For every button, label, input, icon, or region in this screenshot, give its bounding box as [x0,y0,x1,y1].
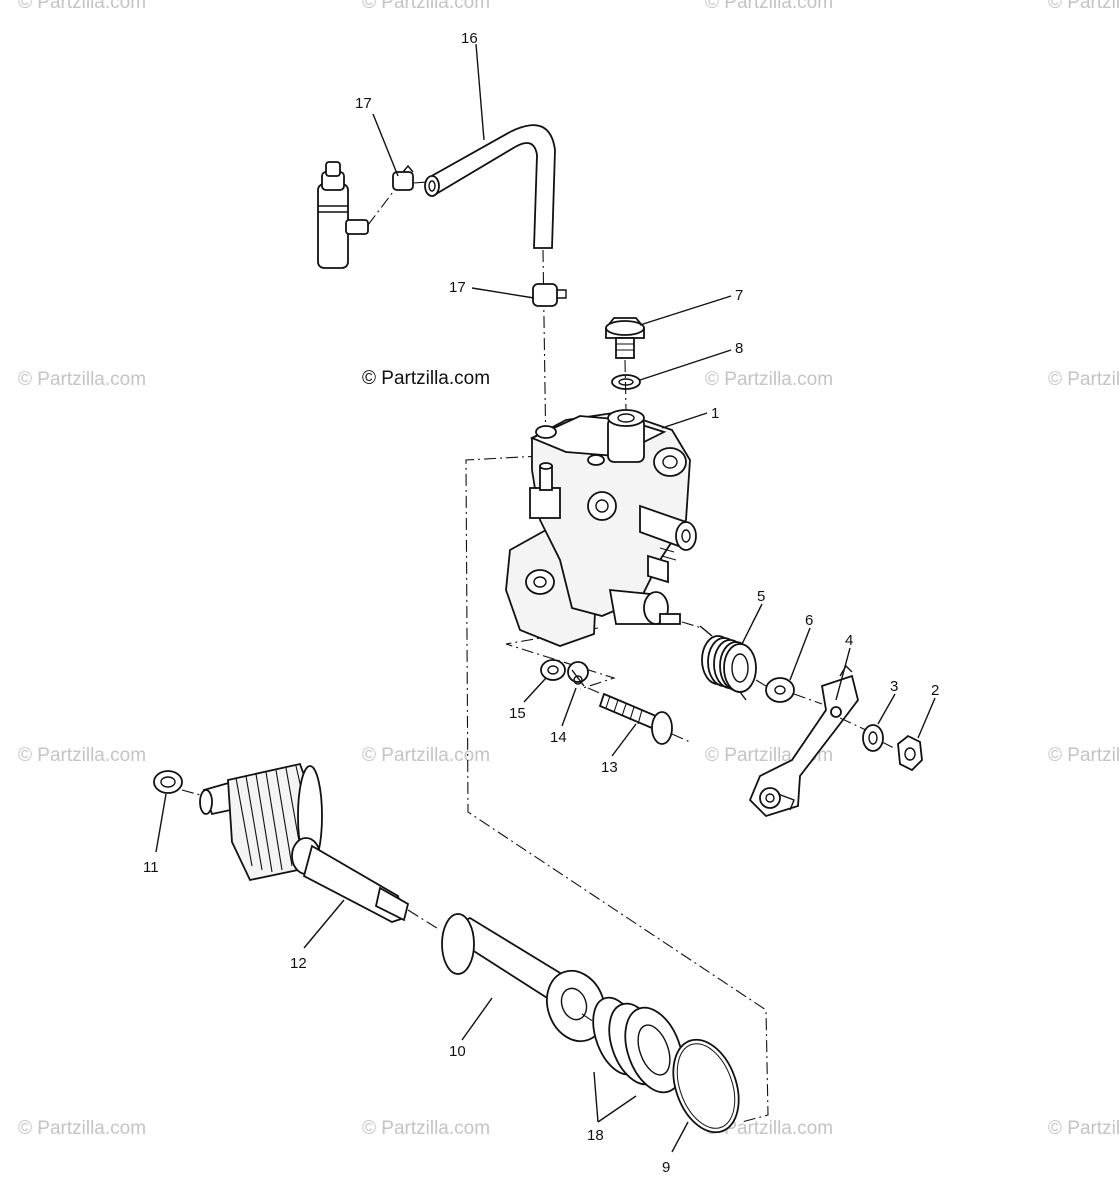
label-7: 7 [735,287,743,304]
drive-shaft-12[interactable] [199,762,441,931]
hose-clamp-17-lower[interactable] [532,283,567,307]
washer-15[interactable] [540,659,566,681]
leader-lines [155,43,936,1153]
washer-6[interactable] [755,677,795,703]
hose-16[interactable] [424,124,556,459]
label-3: 3 [890,678,898,695]
label-1: 1 [711,405,719,422]
label-13: 13 [601,759,618,776]
screw-13[interactable] [598,692,691,745]
nut-2[interactable] [897,734,923,772]
hose-clamp-17-upper[interactable] [392,164,429,191]
watermark-row3-1: © Partzilla.com [18,745,147,766]
watermark-top-3: © Partzilla.com [705,0,834,13]
o-ring-9[interactable] [661,1031,750,1142]
label-2: 2 [931,682,939,699]
watermark-top-2: © Partzilla.com [362,0,491,13]
label-15: 15 [509,705,526,722]
oil-pump-body-1[interactable] [505,409,697,647]
watermark-row2-1: © Partzilla.com [18,369,147,390]
label-8: 8 [735,340,743,357]
watermark-row2-3: © Partzilla.com [705,369,834,390]
label-5: 5 [757,588,765,605]
label-9: 9 [662,1159,670,1176]
label-16: 16 [461,30,478,47]
label-6: 6 [805,612,813,629]
label-17-lower: 17 [449,279,466,296]
watermark-row4-2: © Partzilla.com [362,1118,491,1139]
washer-11[interactable] [153,770,205,797]
seal-set-18[interactable] [584,991,694,1100]
watermark-row4-3: © Partzilla.com [705,1118,834,1139]
label-4: 4 [845,632,853,649]
watermark-top-4: © Partzilla.com [1048,0,1120,13]
oil-fitting [317,161,394,269]
lock-washer-3[interactable] [862,724,895,752]
label-17-upper: 17 [355,95,372,112]
watermark-row4-1: © Partzilla.com [18,1118,147,1139]
center-credit: © Partzilla.com [362,368,491,389]
sleeve-10[interactable] [441,913,615,1049]
label-14: 14 [550,729,567,746]
watermark-row2-4: © Partzilla.com [1048,369,1120,390]
watermark-top-1: © Partzilla.com [18,0,147,13]
label-11: 11 [143,859,159,876]
watermark-row3-2: © Partzilla.com [362,745,491,766]
banjo-bolt-7[interactable] [605,317,645,359]
label-12: 12 [290,955,307,972]
spring-5[interactable] [681,621,757,701]
watermark-row3-4: © Partzilla.com [1048,745,1120,766]
label-10: 10 [449,1043,466,1060]
control-lever-4[interactable] [748,664,867,818]
label-18: 18 [587,1127,604,1144]
watermark-row4-4: © Partzilla.com [1048,1118,1120,1139]
lock-washer-14[interactable] [567,661,603,695]
